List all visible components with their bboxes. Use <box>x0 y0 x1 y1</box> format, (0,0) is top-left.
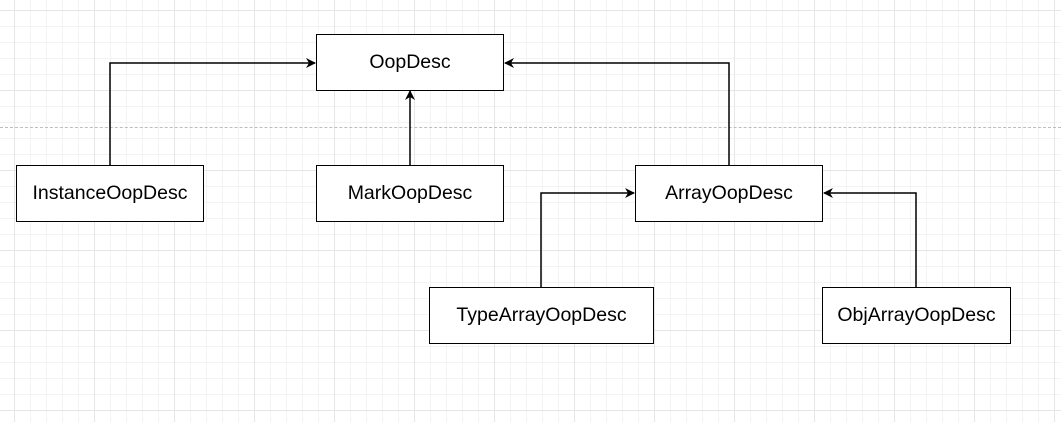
node-label: InstanceOopDesc <box>32 182 188 204</box>
edge-typearray-to-array <box>540 188 635 287</box>
node-mark-oop-desc[interactable]: MarkOopDesc <box>316 165 504 222</box>
node-instance-oop-desc[interactable]: InstanceOopDesc <box>16 165 204 222</box>
page-break-line <box>0 127 1061 128</box>
node-label: MarkOopDesc <box>347 182 473 204</box>
node-label: ObjArrayOopDesc <box>837 304 996 326</box>
edge-objarray-to-array <box>823 188 917 287</box>
node-type-array-oop-desc[interactable]: TypeArrayOopDesc <box>429 287 654 344</box>
node-oop-desc[interactable]: OopDesc <box>316 34 504 91</box>
node-label: ArrayOopDesc <box>665 182 793 204</box>
node-label: TypeArrayOopDesc <box>456 304 627 326</box>
node-obj-array-oop-desc[interactable]: ObjArrayOopDesc <box>822 287 1011 344</box>
node-label: OopDesc <box>369 51 451 73</box>
edge-instance-to-oop <box>109 58 316 165</box>
edge-array-to-oop <box>504 58 730 165</box>
node-array-oop-desc[interactable]: ArrayOopDesc <box>635 165 823 222</box>
